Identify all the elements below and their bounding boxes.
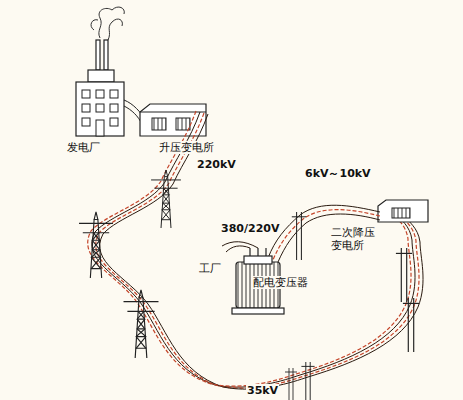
label: 升压变电所 [158,141,215,154]
label: 二次降压 变电所 [330,226,379,252]
label: 6kV～10kV [304,167,372,180]
label: 发电厂 [66,141,101,154]
label: 35kV [246,384,279,397]
label: 220kV [196,158,237,171]
label: 380/220V [220,222,280,235]
label: 工厂 [198,262,222,275]
label: 配电变压器 [252,276,309,289]
